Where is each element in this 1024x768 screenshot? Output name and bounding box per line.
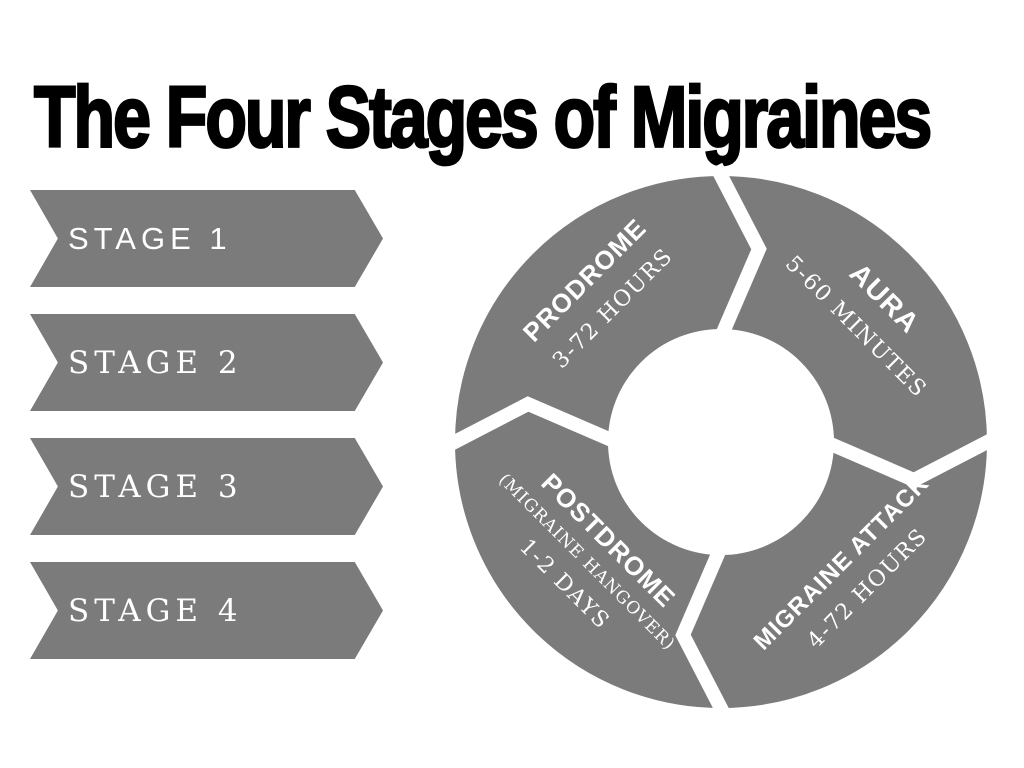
stage-banner-2: STAGE 2 xyxy=(30,314,383,411)
cycle-diagram: PRODROME 3-72 HOURS MIGRAINE ATTACK 4-72… xyxy=(441,162,1001,722)
stage-2-label: STAGE 2 xyxy=(68,344,243,381)
segment-divider-right xyxy=(816,430,1001,488)
stage-3-label: STAGE 3 xyxy=(68,468,243,505)
segment-divider-top xyxy=(709,162,767,347)
stage-banner-3: STAGE 3 xyxy=(30,438,383,535)
page-title: The Four Stages of Migraines xyxy=(33,68,933,166)
segment-divider-left xyxy=(441,396,626,454)
stage-banner-1: STAGE 1 xyxy=(30,190,383,287)
stage-4-label: STAGE 4 xyxy=(68,592,243,629)
stage-banner-4: STAGE 4 xyxy=(30,562,383,659)
cycle-ring xyxy=(455,176,987,708)
stage-1-label: STAGE 1 xyxy=(68,220,232,256)
segment-divider-bottom xyxy=(675,537,733,722)
